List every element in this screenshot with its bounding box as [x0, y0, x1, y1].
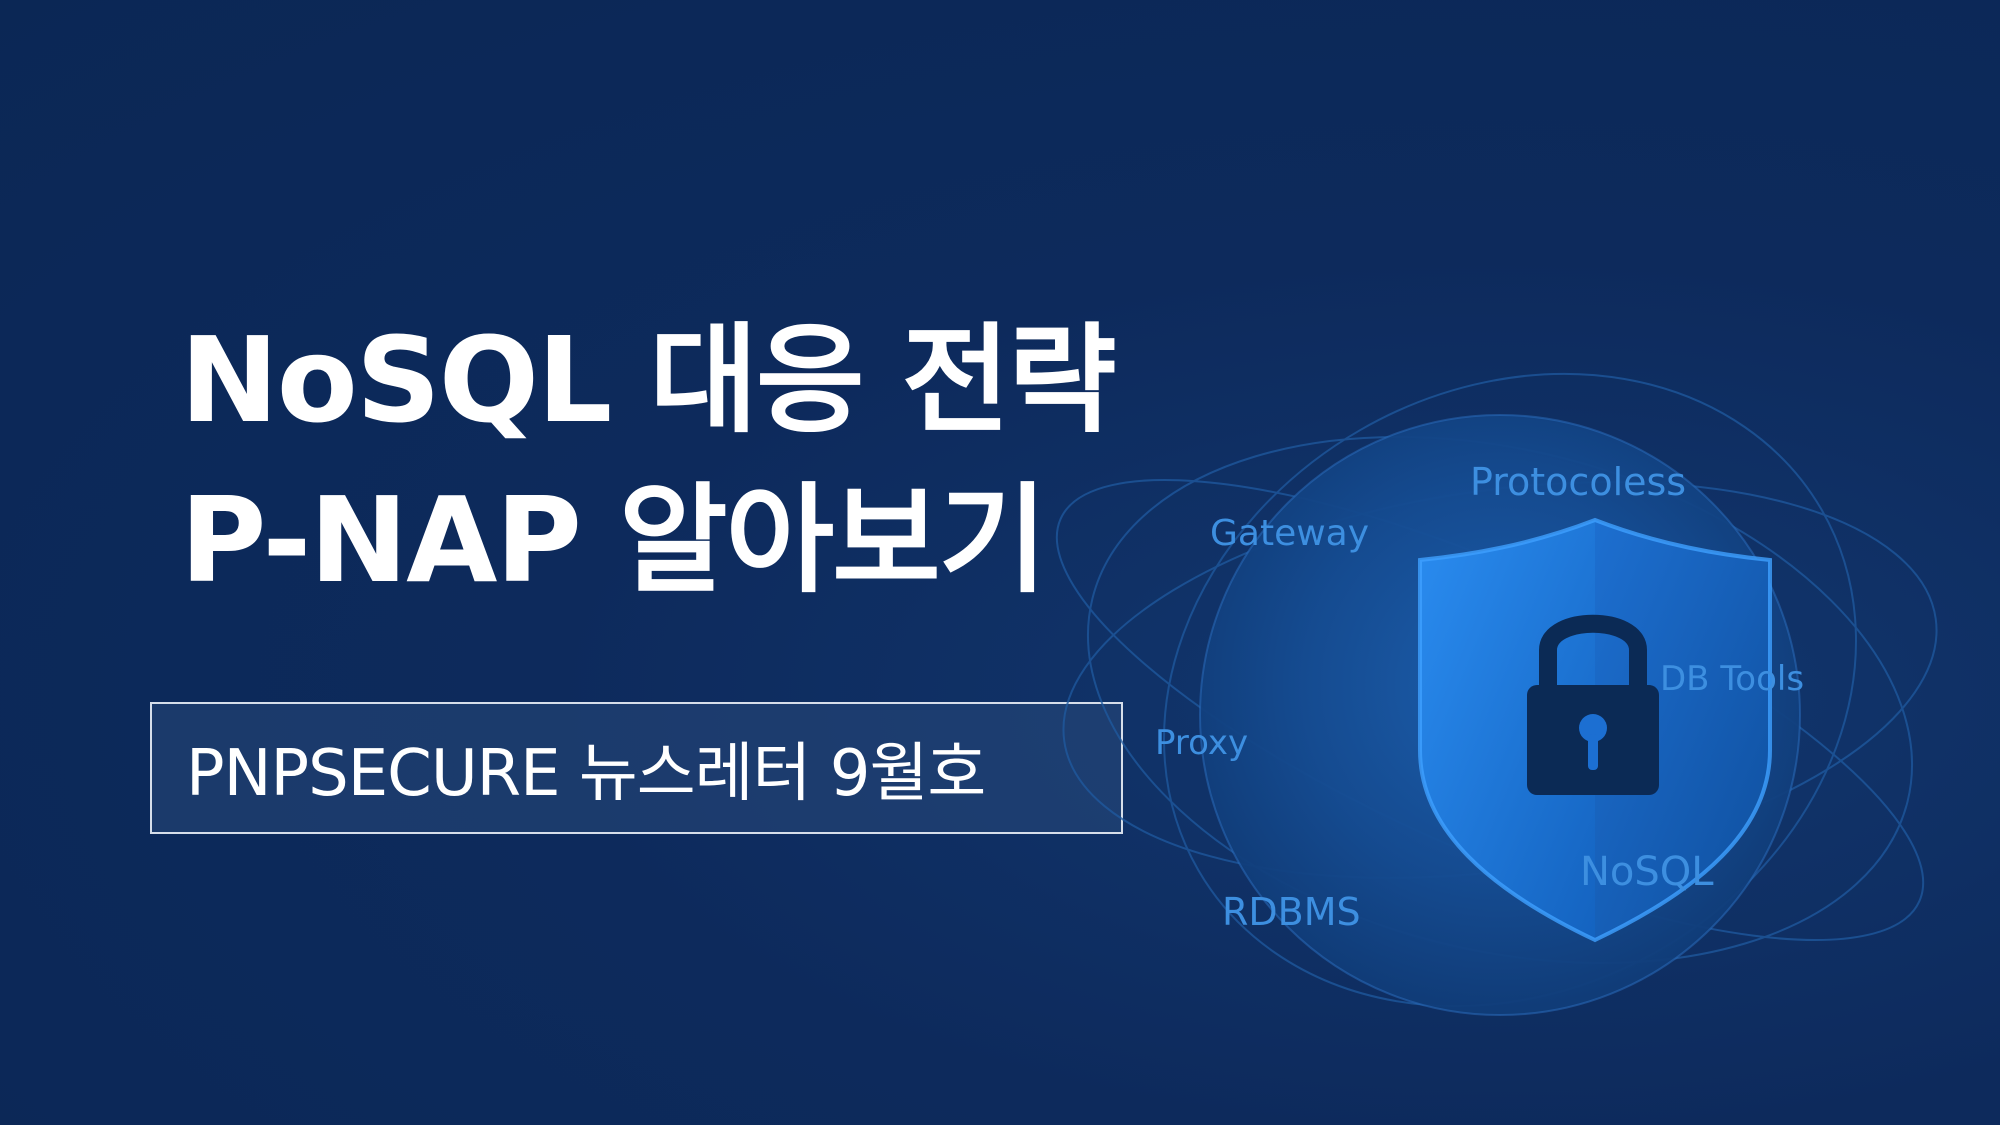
label-nosql: NoSQL	[1580, 849, 1714, 895]
shield-icon	[1418, 517, 1772, 943]
headline: NoSQL 대응 전략 P-NAP 알아보기	[180, 300, 1117, 620]
label-db-tools: DB Tools	[1660, 659, 1804, 699]
subtitle-box: PNPSECURE 뉴스레터 9월호	[150, 702, 1123, 834]
security-illustration: Protocoless Gateway DB Tools Proxy NoSQL…	[1040, 330, 1960, 1090]
label-proxy: Proxy	[1155, 723, 1248, 763]
subtitle-text: PNPSECURE 뉴스레터 9월호	[186, 737, 986, 811]
lock-icon	[1527, 614, 1659, 795]
label-rdbms: RDBMS	[1222, 890, 1361, 934]
headline-line-2: P-NAP 알아보기	[180, 471, 1047, 609]
headline-line-1: NoSQL 대응 전략	[180, 311, 1117, 449]
security-graphic: Protocoless Gateway DB Tools Proxy NoSQL…	[1055, 372, 1938, 1016]
label-protocoless: Protocoless	[1470, 460, 1686, 504]
label-gateway: Gateway	[1210, 513, 1369, 554]
